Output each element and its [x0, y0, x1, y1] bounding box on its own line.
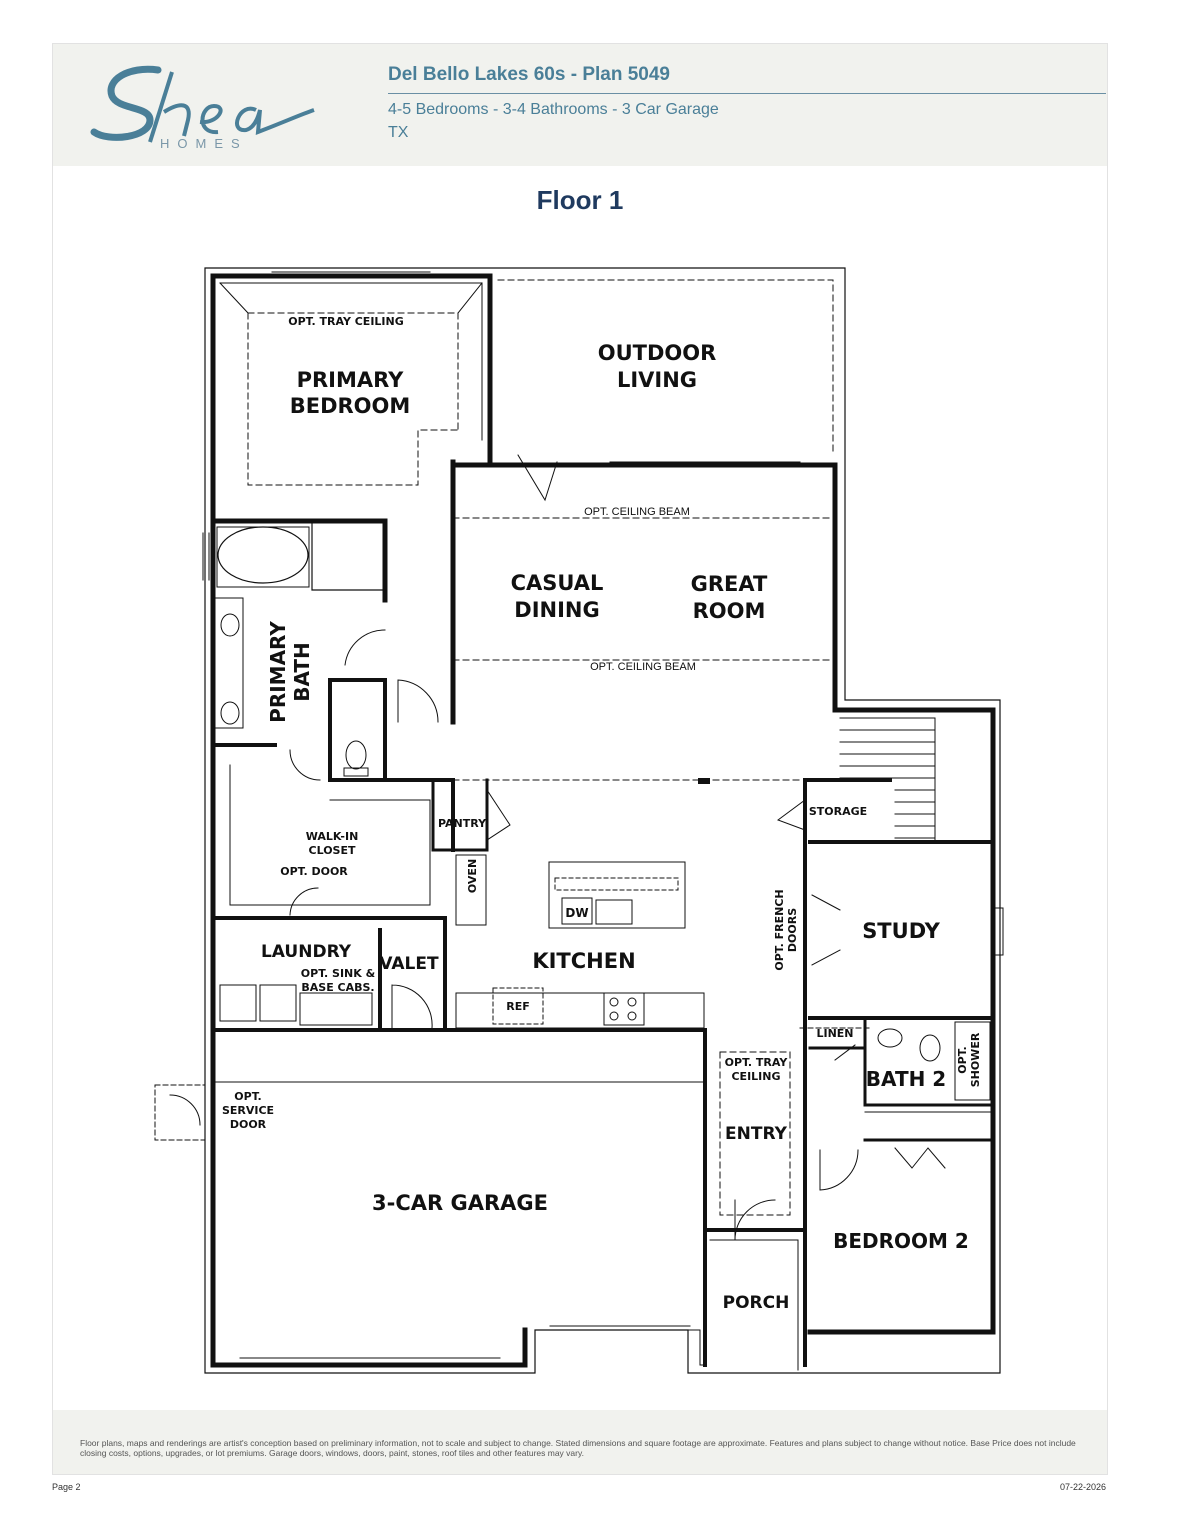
opt-ceiling-beam-label-top: OPT. CEILING BEAM [584, 506, 690, 518]
kitchen-label: KITCHEN [532, 949, 635, 973]
opt-shower-label-1: OPT. [956, 1046, 969, 1073]
opt-tray-ceiling-primary-label: OPT. TRAY CEILING [288, 315, 404, 328]
floor-plan: OPT. TRAY CEILING PRIMARY BEDROOM OUTDOO… [154, 267, 1004, 1374]
valet-label: VALET [379, 954, 439, 974]
opt-sink-label-1: OPT. SINK & [301, 967, 376, 980]
title-rule [388, 93, 1106, 94]
plan-state: TX [388, 124, 409, 141]
footer-band [53, 1410, 1107, 1474]
walk-in-closet-label-2: CLOSET [309, 844, 356, 857]
great-room-label-1: GREAT [691, 572, 768, 596]
porch-label: PORCH [723, 1293, 790, 1313]
oven-label: OVEN [466, 859, 479, 893]
opt-service-door-label-3: DOOR [230, 1118, 267, 1131]
walk-in-closet-label-1: WALK-IN [306, 830, 359, 843]
outdoor-living-label-1: OUTDOOR [598, 341, 717, 365]
opt-tray-ceiling-entry-label-2: CEILING [731, 1070, 780, 1083]
opt-french-doors-label-2: DOORS [786, 908, 799, 952]
opt-tray-ceiling-entry-label-1: OPT. TRAY [725, 1056, 789, 1069]
plan-sheet [52, 43, 1108, 1475]
plan-title: Del Bello Lakes 60s - Plan 5049 [388, 64, 670, 85]
plan-specs: 4-5 Bedrooms - 3-4 Bathrooms - 3 Car Gar… [388, 101, 719, 118]
primary-bedroom-label-1: PRIMARY [297, 368, 405, 392]
pantry-label: PANTRY [438, 817, 487, 830]
outdoor-living-label-2: LIVING [617, 368, 697, 392]
opt-door-label: OPT. DOOR [280, 865, 348, 878]
bedroom-2-label: BEDROOM 2 [833, 1229, 969, 1253]
casual-dining-label-2: DINING [514, 598, 599, 622]
header-band [53, 44, 1107, 166]
laundry-label: LAUNDRY [261, 942, 352, 962]
opt-sink-label-2: BASE CABS. [301, 981, 374, 994]
garage-label: 3-CAR GARAGE [372, 1191, 548, 1215]
opt-shower-label-2: SHOWER [969, 1032, 982, 1087]
primary-bath-label-1: PRIMARY [266, 621, 290, 723]
page-number: Page 2 [52, 1482, 81, 1492]
study-label: STUDY [862, 919, 940, 943]
opt-french-doors-label-1: OPT. FRENCH [773, 889, 786, 970]
dw-label: DW [565, 906, 588, 920]
primary-bath-label-2: BATH [290, 642, 314, 702]
entry-label: ENTRY [725, 1124, 788, 1144]
casual-dining-label-1: CASUAL [511, 571, 604, 595]
storage-label: STORAGE [809, 805, 867, 818]
ref-label: REF [506, 1000, 530, 1013]
opt-service-door-label-1: OPT. [234, 1090, 261, 1103]
primary-bedroom-label-2: BEDROOM [290, 394, 411, 418]
brand-sub: HOMES [160, 136, 248, 151]
floor-title: Floor 1 [536, 185, 624, 215]
great-room-label-2: ROOM [693, 599, 766, 623]
opt-ceiling-beam-label-bottom: OPT. CEILING BEAM [590, 661, 696, 673]
disclaimer-text: Floor plans, maps and renderings are art… [80, 1438, 1076, 1458]
opt-service-door-label-2: SERVICE [222, 1104, 274, 1117]
linen-label: LINEN [816, 1027, 853, 1040]
brand-logo: HOMES [90, 65, 315, 151]
page-date: 07-22-2026 [1060, 1482, 1107, 1492]
bath-2-label: BATH 2 [866, 1067, 946, 1091]
